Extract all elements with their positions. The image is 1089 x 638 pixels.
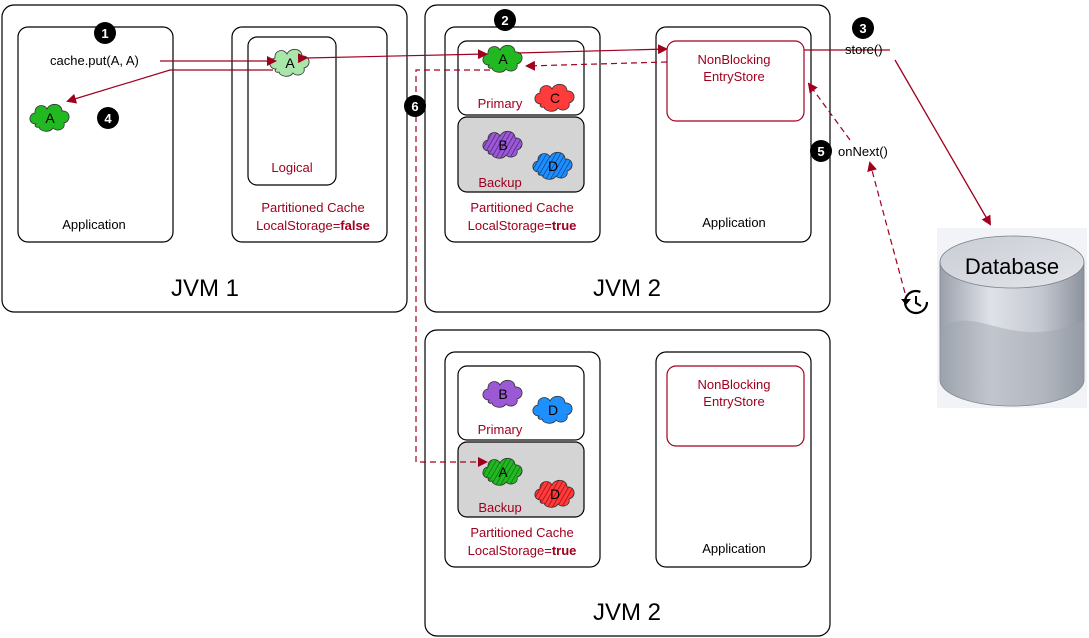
- jvm2-bottom-primary-label: Primary: [478, 422, 523, 437]
- cloud-icon: B: [482, 379, 523, 408]
- jvm2-top-cache-title: Partitioned Cache: [470, 200, 573, 215]
- logical-box: [247, 36, 337, 186]
- svg-text:D: D: [550, 486, 560, 502]
- onnext-call-label: onNext(): [838, 144, 888, 159]
- svg-text:D: D: [548, 402, 558, 418]
- step-marker-6: 6: [404, 95, 426, 117]
- jvm2-bottom-cache-storage: LocalStorage=true: [468, 543, 577, 558]
- arrow-return-to-app: [66, 69, 273, 104]
- arrow-primary-to-store: [517, 44, 668, 55]
- svg-text:D: D: [548, 158, 558, 174]
- step-marker-3: 3: [852, 17, 874, 39]
- arrow-onnext: [867, 161, 906, 294]
- jvm1-application-label: Application: [62, 217, 126, 232]
- cloud-icon: D: [534, 479, 575, 508]
- jvm2-top-backup-label: Backup: [478, 175, 521, 190]
- svg-text:C: C: [550, 90, 560, 106]
- database-label: Database: [965, 254, 1059, 279]
- svg-text:6: 6: [411, 99, 418, 114]
- svg-text:A: A: [498, 51, 508, 67]
- jvm1-cache-title: Partitioned Cache: [261, 200, 364, 215]
- cloud-icon: D: [532, 395, 573, 424]
- logical-label: Logical: [271, 160, 312, 175]
- svg-text:3: 3: [859, 21, 866, 36]
- jvm2-bottom-entrystore-line2: EntryStore: [703, 394, 764, 409]
- cloud-icon: A: [29, 103, 70, 132]
- step-marker-1: 1: [94, 22, 116, 44]
- svg-text:A: A: [498, 464, 508, 480]
- jvm2-top-application-label: Application: [702, 215, 766, 230]
- svg-text:4: 4: [104, 111, 112, 126]
- arrow-store-ack: [525, 60, 668, 71]
- store-call-label: store(): [845, 42, 883, 57]
- jvm2-bottom-entrystore-line1: NonBlocking: [698, 377, 771, 392]
- svg-text:A: A: [285, 55, 295, 71]
- jvm2-top-primary-label: Primary: [478, 96, 523, 111]
- arrow-backup: [415, 69, 490, 467]
- jvm2-bottom-title: JVM 2: [593, 599, 661, 626]
- jvm2-top-entrystore-box: [666, 40, 805, 122]
- svg-text:A: A: [45, 110, 55, 126]
- cloud-icon: B: [482, 130, 523, 159]
- jvm2-bottom-cache-title: Partitioned Cache: [470, 525, 573, 540]
- step-marker-2: 2: [494, 9, 516, 31]
- jvm1-title: JVM 1: [171, 275, 239, 302]
- cloud-icon: A: [269, 48, 310, 77]
- jvm1-cache-storage: LocalStorage=false: [256, 218, 370, 233]
- step-marker-4: 4: [97, 107, 119, 129]
- cloud-icon: D: [532, 151, 573, 180]
- svg-text:5: 5: [817, 144, 824, 159]
- arrow-store-to-db: [894, 59, 992, 226]
- database-icon: [937, 228, 1087, 408]
- svg-text:2: 2: [501, 13, 508, 28]
- jvm2-top-entrystore-line1: NonBlocking: [698, 52, 771, 67]
- cloud-icon: A: [482, 44, 523, 73]
- jvm2-top-title: JVM 2: [593, 275, 661, 302]
- jvm2-top-entrystore-line2: EntryStore: [703, 69, 764, 84]
- jvm2-bottom-application-label: Application: [702, 541, 766, 556]
- jvm2-bottom-entrystore-box: [666, 365, 805, 447]
- step-marker-5: 5: [810, 140, 832, 162]
- svg-text:1: 1: [101, 26, 108, 41]
- cache-put-call: cache.put(A, A): [50, 53, 139, 68]
- arrow-onnext-to-store: [807, 82, 851, 141]
- svg-text:B: B: [498, 386, 507, 402]
- arrow-logical-to-primary: [297, 49, 488, 64]
- jvm2-top-cache-storage: LocalStorage=true: [468, 218, 577, 233]
- cloud-icon: A: [482, 457, 523, 486]
- svg-text:B: B: [498, 137, 507, 153]
- jvm2-bottom-backup-label: Backup: [478, 500, 521, 515]
- history-icon: [901, 289, 929, 315]
- cloud-icon: C: [534, 83, 575, 112]
